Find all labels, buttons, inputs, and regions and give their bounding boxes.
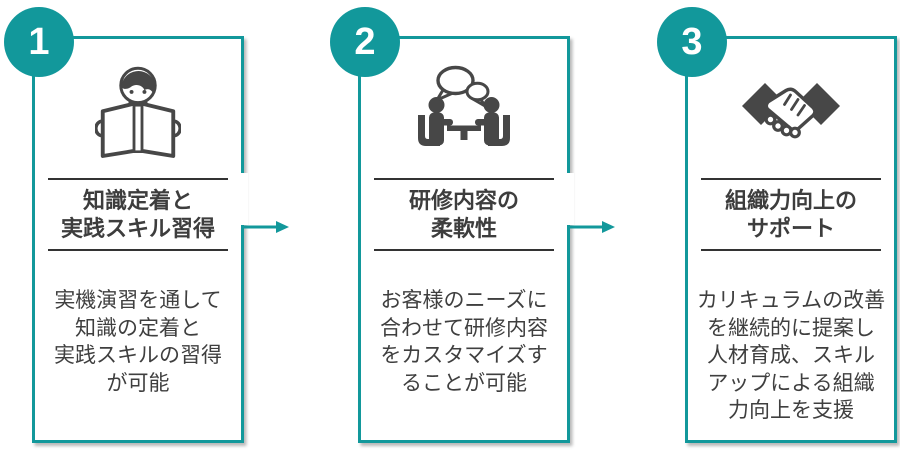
step-1-title: 知識定着と 実践スキル習得: [48, 178, 228, 251]
step-3-title: 組織力向上の サポート: [701, 178, 881, 251]
handshake-icon: [688, 63, 894, 163]
title-line: 実践スキル習得: [60, 215, 215, 241]
body-line: 実機演習を通して: [54, 289, 222, 312]
body-line: が可能: [106, 371, 170, 395]
title-line: 柔軟性: [430, 215, 497, 241]
step-card-2: 2 研修内容の 柔軟性: [330, 7, 615, 443]
body-line: 実践スキルの習得: [54, 344, 222, 367]
title-line: 研修内容の: [408, 187, 519, 213]
step-2-title: 研修内容の 柔軟性: [374, 178, 554, 251]
body-line: 合わせて研修内容: [380, 316, 548, 340]
step-number: 2: [354, 21, 376, 63]
body-line: ることが可能: [401, 371, 527, 395]
reading-book-icon: [35, 63, 241, 163]
step-3-number-badge: 3: [657, 7, 727, 77]
body-line: アップによる組織: [707, 371, 875, 395]
step-card-3: 3 組織力向上の サポート カリキュラムの改善 を継続的に提案し 人材育成、スキ…: [657, 7, 897, 443]
step-card-1: 1 知識定着と 実践スキル習得 実機演習を通して 知識の定着と 実: [4, 7, 289, 443]
border-gap: [567, 173, 574, 225]
border-gap: [241, 173, 248, 225]
step-2-number-badge: 2: [330, 7, 400, 77]
step-3-description: カリキュラムの改善 を継続的に提案し 人材育成、スキル アップによる組織 力向上…: [691, 287, 891, 425]
body-line: をカスタマイズす: [380, 344, 548, 367]
arrow-right-icon: [570, 220, 616, 234]
body-line: お客様のニーズに: [380, 289, 548, 312]
step-2-description: お客様のニーズに 合わせて研修内容 をカスタマイズす ることが可能: [364, 287, 564, 397]
title-line: 知識定着と: [82, 187, 193, 213]
body-line: 知識の定着と: [75, 316, 201, 340]
discussion-icon: [361, 63, 567, 163]
arrow-right-icon: [244, 220, 290, 234]
body-line: 力向上を支援: [728, 399, 854, 422]
step-number: 3: [681, 21, 703, 63]
title-line: 組織力向上の: [724, 187, 857, 213]
step-1-number-badge: 1: [4, 7, 74, 77]
title-line: サポート: [746, 215, 835, 241]
step-number: 1: [28, 21, 50, 63]
body-line: カリキュラムの改善: [696, 289, 886, 312]
step-1-description: 実機演習を通して 知識の定着と 実践スキルの習得 が可能: [38, 287, 238, 397]
body-line: を継続的に提案し: [707, 316, 875, 340]
body-line: 人材育成、スキル: [707, 344, 875, 367]
